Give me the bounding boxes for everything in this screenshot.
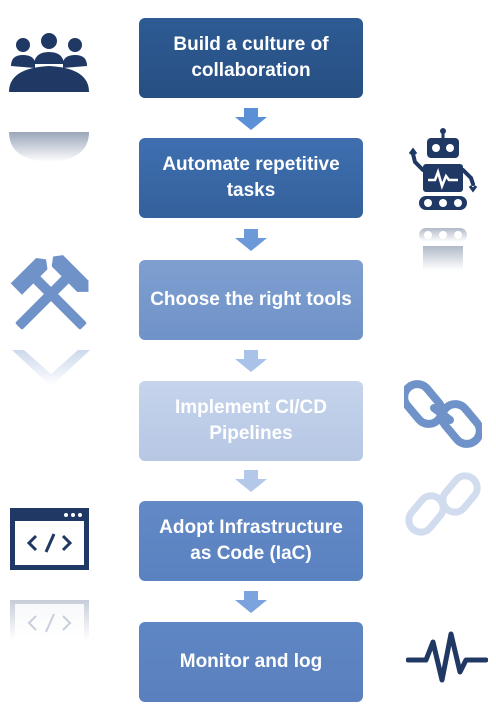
code-window-reflection-icon <box>10 600 89 640</box>
step-label: Choose the right tools <box>150 289 352 310</box>
step-adopt-iac: Adopt Infrastructure as Code (IaC) <box>139 501 363 581</box>
step-monitor-log: Monitor and log <box>139 622 363 702</box>
team-icon <box>9 33 89 92</box>
step-choose-tools: Choose the right tools <box>139 260 363 340</box>
robot-reflection-icon <box>419 228 467 270</box>
down-arrow-icon <box>235 591 267 613</box>
hammers-reflection-icon <box>12 350 90 386</box>
code-window-icon <box>10 508 89 570</box>
down-arrow-icon <box>235 470 267 492</box>
step-implement-cicd: Implement CI/CD Pipelines <box>139 381 363 461</box>
step-label: Automate repetitive tasks <box>162 154 340 201</box>
down-arrow-icon <box>235 229 267 251</box>
step-label: Adopt Infrastructure as Code (IaC) <box>159 517 343 564</box>
team-reflection-icon <box>9 132 89 162</box>
robot-icon <box>409 128 477 210</box>
step-automate-tasks: Automate repetitive tasks <box>139 138 363 218</box>
down-arrow-icon <box>235 350 267 372</box>
step-label: Implement CI/CD Pipelines <box>174 397 328 444</box>
down-arrow-icon <box>235 108 267 130</box>
step-label: Build a culture of collaboration <box>173 34 329 81</box>
hammers-icon <box>10 255 89 330</box>
chain-link-icon <box>404 380 482 448</box>
step-build-culture: Build a culture of collaboration <box>139 18 363 98</box>
step-label: Monitor and log <box>179 651 323 672</box>
heartbeat-icon <box>406 631 488 683</box>
chain-reflection-icon <box>405 472 481 536</box>
